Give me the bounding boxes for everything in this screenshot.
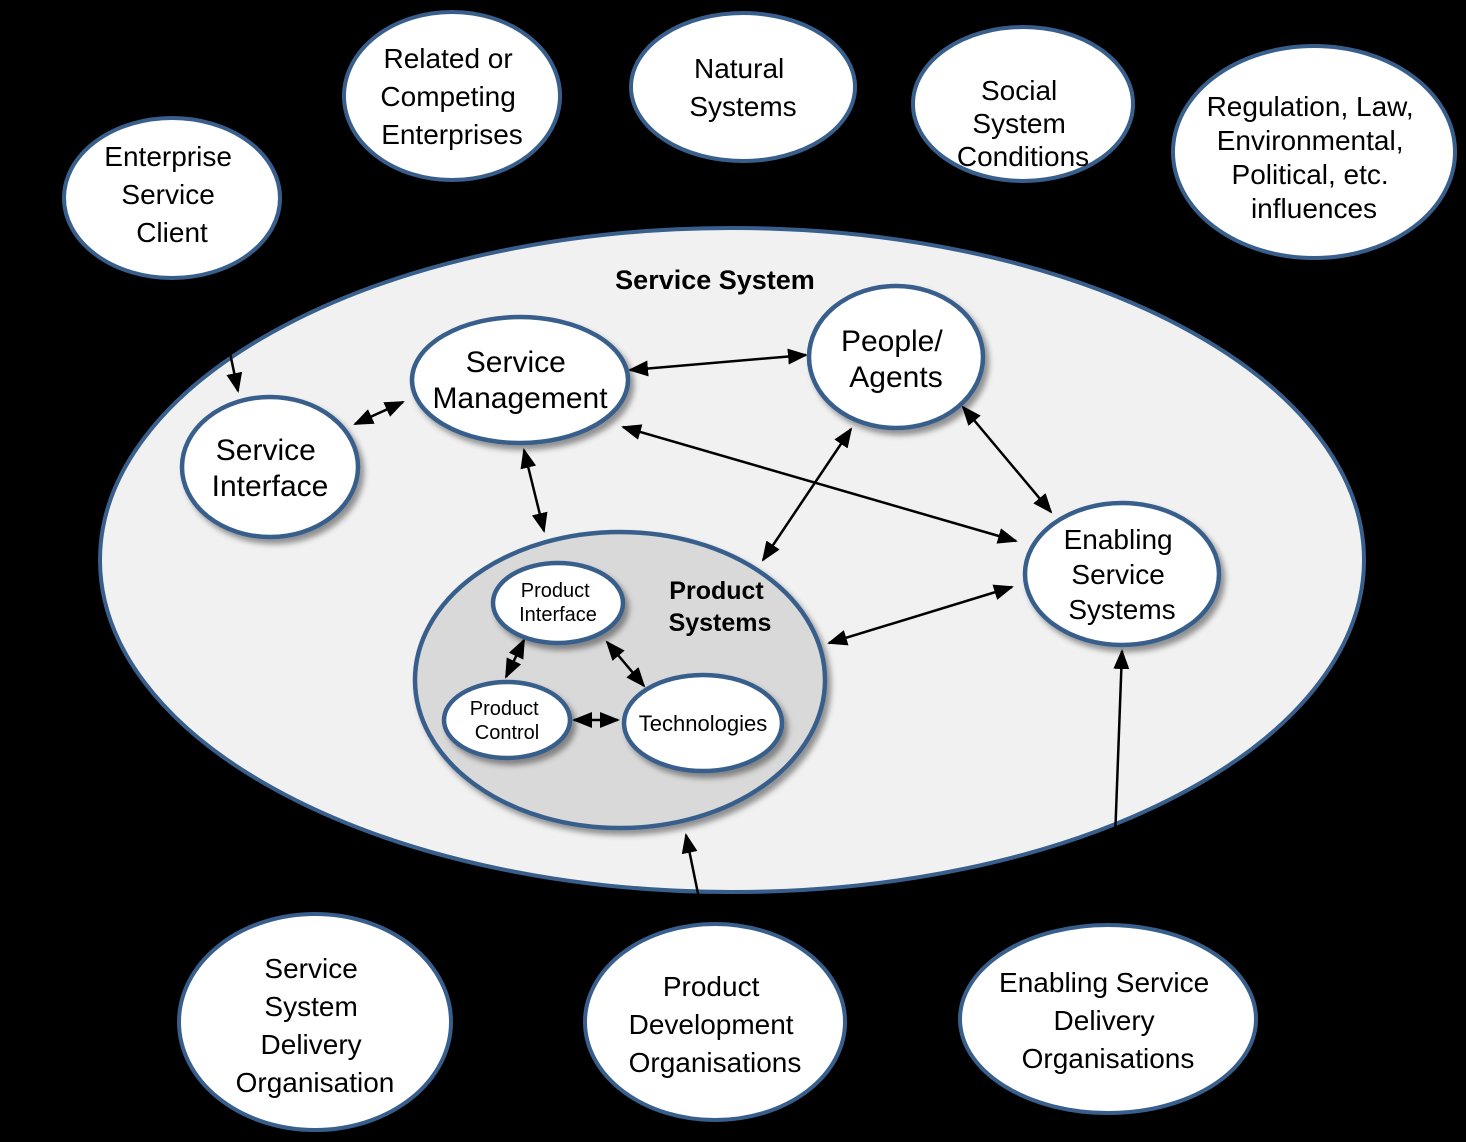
arrow-product-interface-technologies <box>605 640 646 688</box>
product-systems-title: Product Systems <box>669 577 772 637</box>
node-social-system-conditions: Social System Conditions <box>911 25 1135 183</box>
node-enabling-service-delivery-organisations: Enabling Service Delivery Organisations <box>958 923 1258 1115</box>
product-control-ellipse <box>441 679 573 761</box>
regulation-influences-ellipse <box>1171 44 1457 260</box>
enabling-service-systems-ellipse <box>1022 500 1222 648</box>
enabling-service-delivery-organisations-label: Enabling Service Delivery Organisations <box>999 967 1217 1074</box>
related-competing-enterprises-ellipse <box>342 10 562 182</box>
product-interface-ellipse <box>490 560 626 646</box>
service-interface-ellipse <box>179 394 361 540</box>
natural-systems-label: Natural Systems <box>689 53 796 122</box>
product-control-label: Product Control <box>470 698 545 744</box>
node-technologies: Technologies <box>621 672 785 774</box>
node-enabling-service-systems: Enabling Service Systems <box>1022 500 1222 648</box>
people-agents-ellipse <box>806 283 986 431</box>
arrow-enterprise-service-client-to-service-interface <box>211 271 243 393</box>
service-management-label: Service Management <box>432 346 608 415</box>
node-related-competing-enterprises: Related or Competing Enterprises <box>342 10 562 182</box>
enterprise-service-client-ellipse <box>62 116 282 280</box>
node-enterprise-service-client: Enterprise Service Client <box>62 116 282 280</box>
related-competing-enterprises-label: Related or Competing Enterprises <box>380 43 523 150</box>
people-agents-label: People/ Agents <box>841 325 951 394</box>
node-service-management: Service Management <box>409 314 631 446</box>
arrow-service-management-people-agents <box>628 348 808 377</box>
product-interface-label: Product Interface <box>519 580 597 626</box>
node-product-control: Product Control <box>441 679 573 761</box>
service-management-ellipse <box>409 314 631 446</box>
arrow-service-management-product-systems <box>520 448 548 533</box>
node-service-interface: Service Interface <box>179 394 361 540</box>
arrow-enabling-service-delivery-organisations-to-enabling-service-systems <box>1110 649 1130 921</box>
enabling-service-systems-label: Enabling Service Systems <box>1064 524 1181 625</box>
arrow-product-systems-enabling-service-systems <box>827 584 1014 646</box>
arrow-service-interface-service-management <box>353 400 405 426</box>
technologies-label: Technologies <box>639 711 767 736</box>
enterprise-service-client-label: Enterprise Service Client <box>104 141 239 248</box>
enabling-service-delivery-organisations-ellipse <box>958 923 1258 1115</box>
service-system-title: Service System <box>615 265 815 295</box>
product-development-organisations-ellipse <box>583 922 847 1122</box>
node-people-agents: People/ Agents <box>806 283 986 431</box>
social-system-conditions-label: Social System Conditions <box>957 75 1089 172</box>
product-systems-boundary: Product Systems <box>412 529 828 831</box>
node-natural-systems: Natural Systems <box>629 11 857 163</box>
node-product-development-organisations: Product Development Organisations <box>583 922 847 1122</box>
arrow-people-agents-enabling-service-systems <box>961 405 1053 514</box>
product-development-organisations-label: Product Development Organisations <box>629 971 802 1078</box>
service-system-delivery-organisation-label: Service System Delivery Organisation <box>236 953 395 1098</box>
arrow-people-agents-product-systems <box>761 427 853 562</box>
service-interface-label: Service Interface <box>212 434 329 503</box>
service-system-delivery-organisation-ellipse <box>177 912 453 1132</box>
arrow-product-interface-product-control <box>504 638 526 679</box>
node-service-system-delivery-organisation: Service System Delivery Organisation <box>177 912 453 1132</box>
regulation-influences-label: Regulation, Law, Environmental, Politica… <box>1207 91 1422 224</box>
arrow-product-development-organisations-to-product-systems <box>681 833 705 919</box>
connection-arrows <box>211 271 1130 921</box>
node-product-interface: Product Interface <box>490 560 626 646</box>
natural-systems-ellipse <box>629 11 857 163</box>
node-regulation-influences: Regulation, Law, Environmental, Politica… <box>1171 44 1457 260</box>
social-system-conditions-ellipse <box>911 25 1135 183</box>
technologies-ellipse <box>621 672 785 774</box>
